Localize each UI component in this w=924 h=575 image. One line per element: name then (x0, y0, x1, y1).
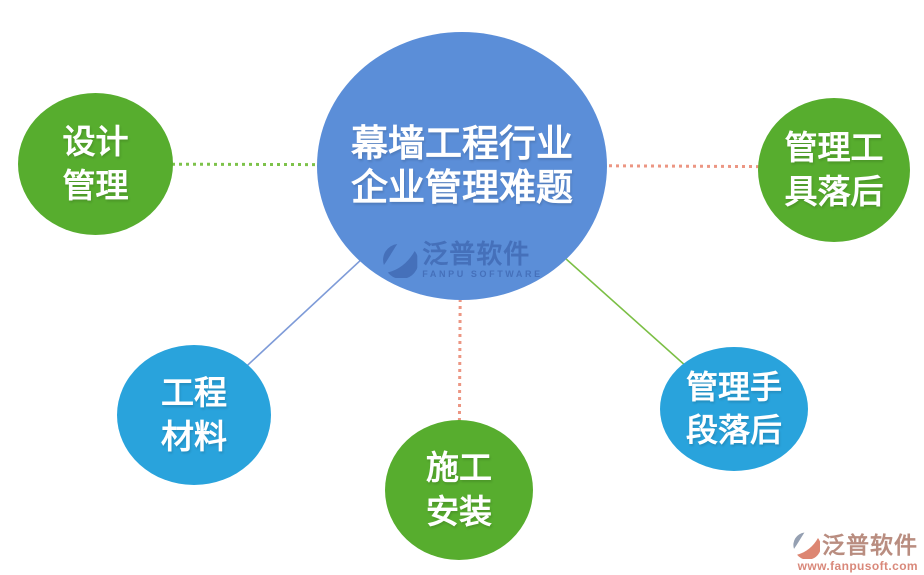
center-label-line2: 企业管理难题 (351, 167, 573, 208)
fanpu-logo-icon (383, 244, 418, 278)
fanpu-footer-logo: 泛普软件 www.fanpusoft.com (792, 531, 918, 572)
footer-url: www.fanpusoft.com (797, 559, 918, 573)
node-label-line2: 段落后 (685, 412, 782, 448)
fanpu-logo-icon (793, 532, 820, 559)
footer-brand: 泛普软件 (822, 531, 918, 558)
watermark-brand: 泛普软件 (422, 239, 531, 269)
node-label-line2: 安装 (426, 493, 492, 530)
node-outdated-tools: 管理工 具落后 (758, 98, 910, 242)
node-label-line1: 管理工 (784, 128, 884, 166)
node-outdated-methods: 管理手 段落后 (660, 347, 808, 471)
node-construction-install: 施工 安装 (385, 420, 533, 560)
footer-logo-row: 泛普软件 (792, 531, 918, 559)
node-label-line2: 管理 (62, 167, 129, 204)
fanpu-watermark-text: 泛普软件 FANPU SOFTWARE (422, 241, 542, 279)
node-engineering-materials: 工程 材料 (117, 345, 271, 485)
node-label-line1: 工程 (161, 373, 227, 411)
node-label-line1: 施工 (426, 448, 492, 486)
node-label-line1: 设计 (62, 122, 129, 160)
node-label-line2: 材料 (161, 418, 227, 455)
node-design-management: 设计 管理 (18, 93, 173, 235)
fanpu-watermark: 泛普软件 FANPU SOFTWARE (381, 241, 542, 279)
node-label-line1: 管理手 (685, 369, 782, 406)
node-label-line2: 具落后 (784, 173, 884, 210)
node-center-problem: 幕墙工程行业 企业管理难题 泛普软件 FANPU SOFTWARE (317, 32, 607, 300)
watermark-brand-en: FANPU SOFTWARE (422, 269, 543, 279)
center-label-line1: 幕墙工程行业 (351, 123, 573, 165)
